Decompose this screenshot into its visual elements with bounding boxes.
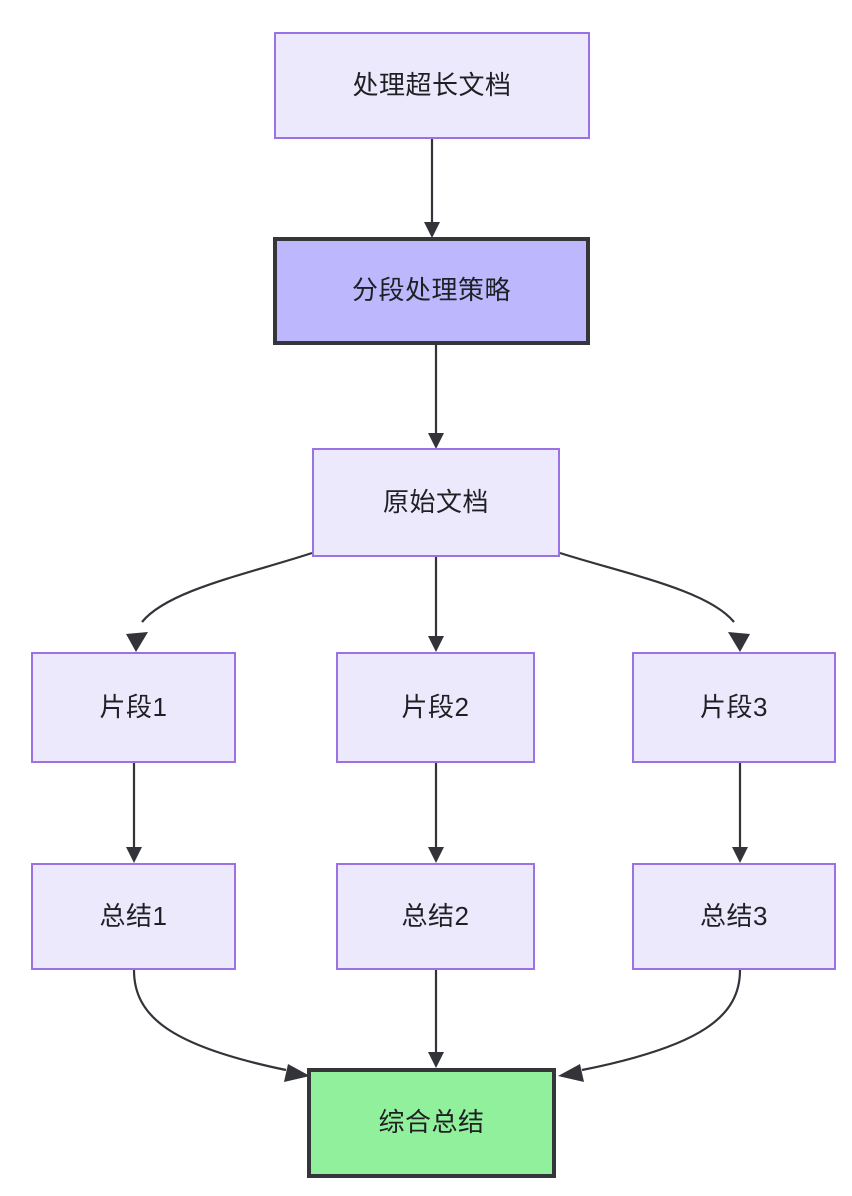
node-fragment-1[interactable]: 片段1 [31, 652, 236, 763]
edge-n1-n2 [424, 139, 440, 238]
edge-n3-n4 [126, 551, 313, 652]
node-label: 处理超长文档 [352, 69, 512, 100]
node-label: 原始文档 [382, 486, 489, 517]
node-label: 总结2 [401, 900, 470, 931]
node-label: 综合总结 [378, 1107, 485, 1138]
node-label: 总结1 [99, 900, 168, 931]
node-fragment-2[interactable]: 片段2 [336, 652, 535, 763]
edge-n8-n10 [428, 970, 444, 1068]
edge-n5-n8 [428, 763, 444, 863]
node-label: 片段3 [700, 691, 768, 722]
node-summary-3[interactable]: 总结3 [632, 863, 836, 970]
edge-n4-n7 [126, 763, 142, 863]
edge-n9-n10 [558, 969, 742, 1082]
node-original-document[interactable]: 原始文档 [312, 448, 560, 557]
node-label: 片段1 [99, 691, 168, 722]
node-fragment-3[interactable]: 片段3 [632, 652, 836, 763]
node-comprehensive-summary[interactable]: 综合总结 [307, 1068, 556, 1178]
node-label: 片段2 [401, 691, 470, 722]
node-label: 总结3 [700, 900, 768, 931]
node-process-long-document[interactable]: 处理超长文档 [274, 32, 590, 139]
node-summary-2[interactable]: 总结2 [336, 863, 535, 970]
node-chunking-strategy[interactable]: 分段处理策略 [273, 237, 590, 345]
edge-n3-n6 [559, 551, 750, 652]
edge-n3-n5 [428, 557, 444, 652]
node-summary-1[interactable]: 总结1 [31, 863, 236, 970]
edge-n6-n9 [732, 763, 748, 863]
edge-n2-n3 [428, 345, 444, 449]
edge-n7-n10 [132, 969, 310, 1082]
node-label: 分段处理策略 [351, 275, 511, 306]
